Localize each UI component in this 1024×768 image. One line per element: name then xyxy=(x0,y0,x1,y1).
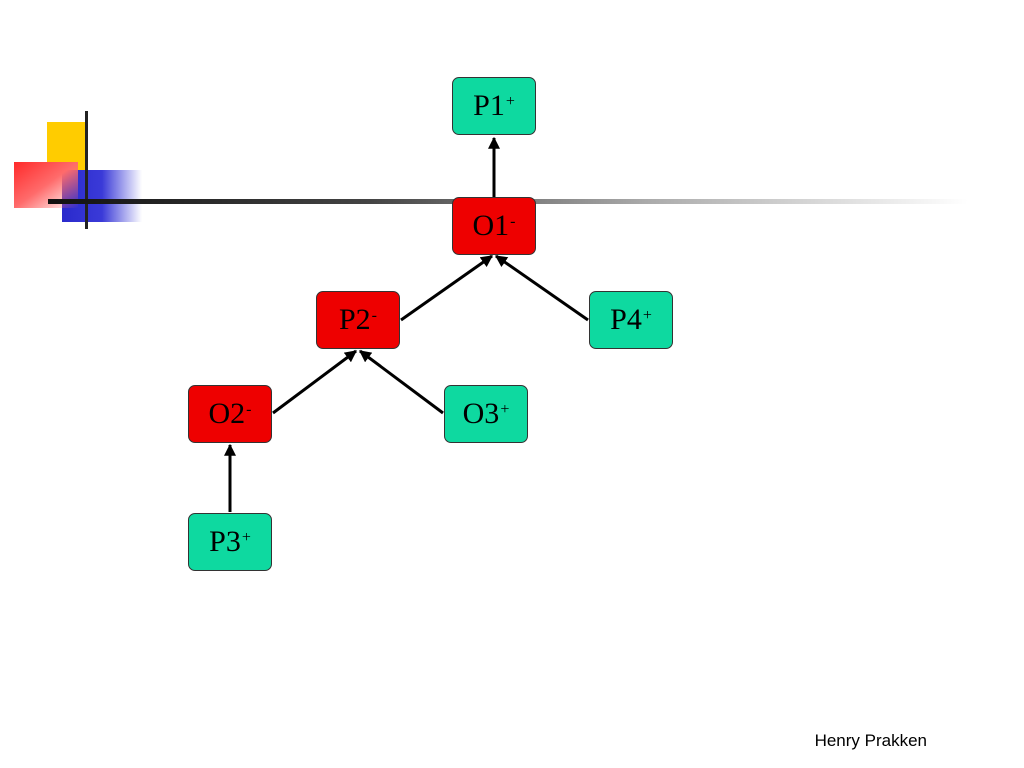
node-p1: P1+ xyxy=(452,77,536,135)
node-o3: O3+ xyxy=(444,385,528,443)
node-o2-sign: - xyxy=(246,401,252,418)
edge-p4-o1 xyxy=(495,254,589,322)
node-o1-sign: - xyxy=(510,213,516,230)
node-o3-label: O3 xyxy=(462,397,500,430)
node-p4: P4+ xyxy=(589,291,673,349)
node-p3-sign: + xyxy=(241,529,251,546)
node-p1-label: P1 xyxy=(473,89,505,122)
edge-p2-o1 xyxy=(400,254,493,322)
decorative-logo xyxy=(0,0,160,240)
node-o2: O2- xyxy=(188,385,272,443)
node-p4-label: P4 xyxy=(610,303,642,336)
node-p4-sign: + xyxy=(642,307,652,324)
node-o2-label: O2 xyxy=(208,397,246,430)
node-p2-label: P2 xyxy=(338,303,371,336)
author-footer: Henry Prakken xyxy=(814,731,927,750)
node-o3-sign: + xyxy=(500,401,510,418)
edge-o3-p2 xyxy=(359,349,444,415)
node-o1: O1- xyxy=(452,197,536,255)
logo-vertical-line xyxy=(85,111,88,229)
edge-o2-p2 xyxy=(272,349,357,415)
node-o1-label: O1 xyxy=(472,209,510,242)
node-p3-label: P3 xyxy=(209,525,241,558)
node-p2: P2- xyxy=(316,291,400,349)
node-p1-sign: + xyxy=(505,93,515,110)
node-p3: P3+ xyxy=(188,513,272,571)
node-p2-sign: - xyxy=(371,307,377,324)
